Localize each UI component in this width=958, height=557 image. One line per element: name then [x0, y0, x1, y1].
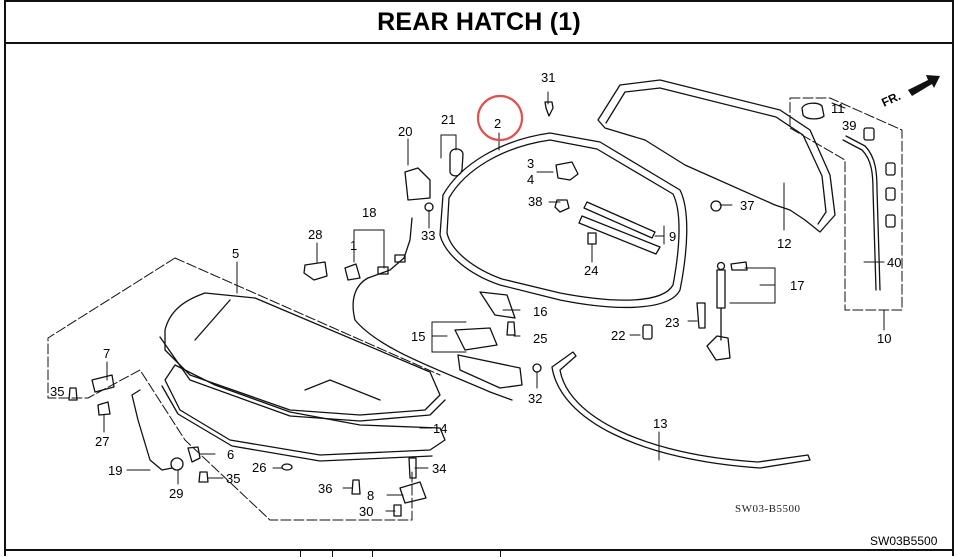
callout-26[interactable]: 26	[252, 460, 266, 475]
clip-32[interactable]	[532, 363, 542, 373]
release-cable[interactable]	[352, 217, 513, 401]
callout-37[interactable]: 37	[740, 198, 754, 213]
latch-bracket[interactable]	[555, 161, 579, 181]
callout-40[interactable]: 40	[887, 255, 901, 270]
callout-38[interactable]: 38	[528, 194, 542, 209]
gas-strut[interactable]	[706, 261, 748, 361]
grommet-38[interactable]	[554, 199, 570, 213]
bottom-border	[4, 549, 954, 551]
callout-28[interactable]: 28	[308, 227, 322, 242]
callout-8[interactable]: 8	[367, 488, 374, 503]
table-divider	[500, 549, 501, 557]
hatch-hinge[interactable]	[404, 167, 431, 201]
leader-lines	[103, 91, 885, 512]
direction-indicator: FR.	[879, 75, 940, 110]
group-outline-10	[789, 97, 903, 311]
clip-28[interactable]	[303, 261, 328, 281]
bolt-35a[interactable]	[68, 387, 78, 401]
callout-33[interactable]: 33	[421, 228, 435, 243]
callout-19[interactable]: 19	[108, 463, 122, 478]
cushion-1[interactable]	[344, 263, 361, 281]
garnish-clip[interactable]	[449, 148, 464, 177]
actuator-rod[interactable]	[457, 354, 523, 389]
callout-10[interactable]: 10	[877, 331, 891, 346]
callout-32[interactable]: 32	[528, 391, 542, 406]
callout-11[interactable]: 11	[831, 101, 845, 116]
table-divider	[332, 549, 333, 557]
plug-24[interactable]	[587, 232, 597, 245]
callout-30[interactable]: 30	[359, 504, 373, 519]
callout-31[interactable]: 31	[541, 70, 555, 85]
screw-33[interactable]	[424, 202, 434, 212]
callout-20[interactable]: 20	[398, 124, 412, 139]
brake-light[interactable]	[578, 201, 661, 255]
callout-5[interactable]: 5	[232, 246, 239, 261]
callout-13[interactable]: 13	[653, 416, 667, 431]
bolt-35b[interactable]	[198, 471, 209, 483]
washer-tube[interactable]	[842, 135, 881, 291]
upper-trim-panel[interactable]	[159, 292, 446, 422]
highlight-circle	[476, 94, 524, 142]
bolt-34[interactable]	[408, 457, 417, 479]
callout-7[interactable]: 7	[103, 346, 110, 361]
washer-nozzle[interactable]	[801, 102, 825, 120]
callout-17[interactable]: 17	[790, 278, 804, 293]
callout-3[interactable]: 3	[527, 156, 534, 171]
table-divider	[300, 549, 301, 557]
washer-26[interactable]	[281, 463, 293, 471]
arrow-right-icon	[908, 75, 940, 96]
callout-35-left[interactable]: 35	[50, 384, 64, 399]
diagram-frame	[4, 0, 954, 556]
hatch-glass-frame[interactable]	[439, 132, 688, 309]
callout-2[interactable]: 2	[494, 116, 501, 131]
lock-actuator[interactable]	[454, 327, 498, 351]
callout-15[interactable]: 15	[411, 329, 425, 344]
callout-27[interactable]: 27	[95, 434, 109, 449]
lower-trim-panel[interactable]	[161, 364, 446, 462]
nut-37[interactable]	[710, 200, 722, 212]
callout-39[interactable]: 39	[842, 118, 856, 133]
callout-6[interactable]: 6	[227, 447, 234, 462]
bolt-25[interactable]	[506, 321, 516, 336]
callout-23[interactable]: 23	[665, 315, 679, 330]
title-bar: REAR HATCH (1)	[4, 0, 954, 44]
cushion-29[interactable]	[170, 457, 184, 471]
lower-seal[interactable]	[551, 351, 811, 469]
callout-4[interactable]: 4	[527, 172, 534, 187]
bracket-8[interactable]	[399, 481, 427, 504]
bracket-6[interactable]	[187, 446, 201, 463]
weatherstrip[interactable]	[597, 79, 836, 233]
clip-27[interactable]	[97, 401, 111, 416]
callout-36[interactable]: 36	[318, 481, 332, 496]
group-outline-5	[47, 257, 441, 521]
callout-22[interactable]: 22	[611, 328, 625, 343]
page-title: REAR HATCH (1)	[377, 7, 581, 36]
callout-25[interactable]: 25	[533, 331, 547, 346]
diagram-code: SW03B5500	[870, 534, 938, 548]
callout-18[interactable]: 18	[362, 205, 376, 220]
latch-16[interactable]	[479, 291, 516, 319]
bolt-36[interactable]	[351, 479, 361, 495]
callout-21[interactable]: 21	[441, 112, 455, 127]
callout-24[interactable]: 24	[584, 263, 598, 278]
callout-14[interactable]: 14	[433, 421, 447, 436]
table-divider	[372, 549, 373, 557]
cushion-22[interactable]	[642, 324, 653, 340]
callout-1[interactable]: 1	[350, 238, 357, 253]
direction-label: FR.	[879, 89, 902, 110]
callout-9[interactable]: 9	[669, 229, 676, 244]
callout-29[interactable]: 29	[169, 486, 183, 501]
washer-joints[interactable]	[863, 127, 896, 228]
bolt-23[interactable]	[696, 302, 706, 329]
callout-16[interactable]: 16	[533, 304, 547, 319]
bolt-31[interactable]	[544, 101, 554, 117]
bolt-30[interactable]	[393, 504, 402, 517]
callout-35-right[interactable]: 35	[226, 471, 240, 486]
callout-12[interactable]: 12	[777, 236, 791, 251]
support-rod[interactable]	[131, 389, 173, 471]
bracket-7[interactable]	[91, 374, 115, 393]
callout-34[interactable]: 34	[432, 461, 446, 476]
figure-reference: SW03-B5500	[735, 503, 801, 515]
